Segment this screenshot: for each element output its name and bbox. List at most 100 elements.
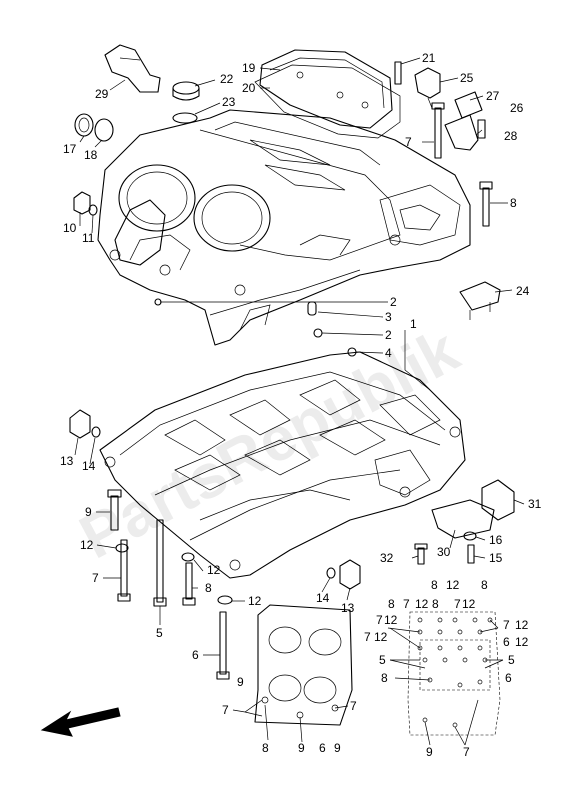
bolt-15	[467, 544, 475, 564]
callout-29: 29	[95, 87, 109, 101]
lower-crankcase	[99, 351, 466, 579]
stud-21	[394, 61, 402, 85]
callout-5: 5	[156, 626, 163, 640]
plate-27	[454, 91, 483, 119]
right-chart-bottom-9: 9	[426, 745, 433, 759]
callout-4: 4	[385, 346, 392, 360]
left-chart-6: 6	[319, 741, 326, 755]
bolt-chart-left	[254, 604, 353, 726]
callout-13a: 13	[60, 454, 74, 468]
o-ring-23	[172, 112, 198, 124]
left-chart-7-right: 7	[350, 699, 357, 713]
callout-15: 15	[489, 551, 503, 565]
callout-12a: 12	[80, 538, 94, 552]
washer-14-bottom	[326, 567, 336, 579]
callout-7a: 7	[405, 135, 412, 149]
right-chart-r1-1: 12	[446, 578, 460, 592]
right-chart-r2-1: 7	[403, 597, 410, 611]
drain-plug-13-top	[69, 409, 91, 439]
right-chart-r2-0: 8	[388, 597, 395, 611]
left-chart-9-b: 9	[334, 741, 341, 755]
bolt-32	[414, 543, 428, 565]
callout-9: 9	[85, 505, 92, 519]
right-chart-r3-2: 7	[503, 618, 510, 632]
breather-cover	[259, 49, 393, 129]
callout-16: 16	[489, 533, 503, 547]
bolt-28	[477, 119, 486, 139]
dowel-pins	[154, 298, 357, 357]
right-chart-r4-0: 7	[364, 630, 371, 644]
right-chart-r3-3: 12	[515, 618, 529, 632]
leader-lines	[74, 57, 525, 746]
callout-2a: 2	[390, 295, 397, 309]
right-chart-r1-0: 8	[431, 578, 438, 592]
left-chart-9-top: 9	[237, 675, 244, 689]
bracket-26	[444, 114, 479, 151]
callout-12b: 12	[207, 563, 221, 577]
callout-7b: 7	[92, 571, 99, 585]
callout-23: 23	[222, 95, 236, 109]
washer-16	[463, 531, 477, 541]
bolt-chart-right	[407, 611, 501, 736]
callout-24: 24	[516, 284, 530, 298]
callout-30: 30	[437, 545, 451, 559]
washer-14-top	[91, 426, 101, 438]
right-chart-r4-3: 12	[515, 635, 529, 649]
callout-26: 26	[510, 101, 524, 115]
callout-14a: 14	[82, 459, 96, 473]
bolt-9	[107, 489, 122, 531]
right-chart-r3-0: 7	[376, 613, 383, 627]
callout-17: 17	[63, 142, 77, 156]
bolt-holes	[417, 617, 493, 728]
callout-2b: 2	[385, 328, 392, 342]
right-chart-r1-2: 8	[481, 578, 488, 592]
right-chart-r4-1: 12	[374, 630, 388, 644]
callout-18: 18	[84, 148, 98, 162]
callout-11: 11	[82, 231, 95, 245]
right-chart-r4-2: 6	[503, 635, 510, 649]
right-chart-r6-1: 6	[505, 671, 512, 685]
callout-14b: 14	[316, 591, 330, 605]
callout-13b: 13	[341, 601, 355, 615]
right-chart-r2-3: 8	[432, 597, 439, 611]
callout-3: 3	[385, 310, 392, 324]
plug	[172, 81, 200, 101]
washer-12-low	[217, 595, 233, 605]
callout-22: 22	[220, 72, 234, 86]
bracket-30	[431, 499, 495, 539]
seal-17	[74, 113, 94, 137]
drain-plug-10	[73, 191, 91, 215]
callout-labels: 1 2 3 2 4 5 6 7 7 8 8 9 10 11 12 12 12 1…	[60, 51, 542, 662]
washer-12-mid	[181, 552, 195, 562]
right-chart-r2-4: 7	[454, 597, 461, 611]
callout-1: 1	[410, 317, 417, 331]
right-chart-r6-0: 8	[381, 671, 388, 685]
bracket-31	[481, 479, 515, 521]
callout-6: 6	[192, 648, 199, 662]
left-chart-9-a: 9	[298, 741, 305, 755]
switch-25	[414, 67, 441, 109]
callout-32: 32	[380, 551, 394, 565]
callout-31: 31	[528, 497, 542, 511]
right-chart-r3-1: 12	[384, 613, 398, 627]
callout-25: 25	[460, 71, 474, 85]
bolt-chart-right-labels: 8 12 8 8 7 12 8 7 12 7 12 7 12 7 12 6 12…	[364, 578, 529, 759]
left-chart-8: 8	[262, 741, 269, 755]
bolt-8-low	[182, 562, 196, 606]
right-chart-r2-5: 12	[462, 597, 476, 611]
drain-plug-13-bottom	[339, 559, 361, 590]
callout-21: 21	[422, 51, 436, 65]
right-chart-r5-0: 5	[379, 653, 386, 667]
callout-27: 27	[486, 89, 500, 103]
bracket-24	[459, 281, 501, 320]
bolt-8-top	[479, 181, 493, 227]
callout-8a: 8	[510, 196, 517, 210]
oil-pipe-fitting	[104, 44, 161, 93]
left-chart-7-left: 7	[222, 703, 229, 717]
callout-28: 28	[504, 129, 518, 143]
right-chart-r2-2: 12	[415, 597, 429, 611]
bolt-7-left	[117, 539, 131, 602]
o-ring-18	[94, 118, 114, 142]
callout-8b: 8	[205, 581, 212, 595]
